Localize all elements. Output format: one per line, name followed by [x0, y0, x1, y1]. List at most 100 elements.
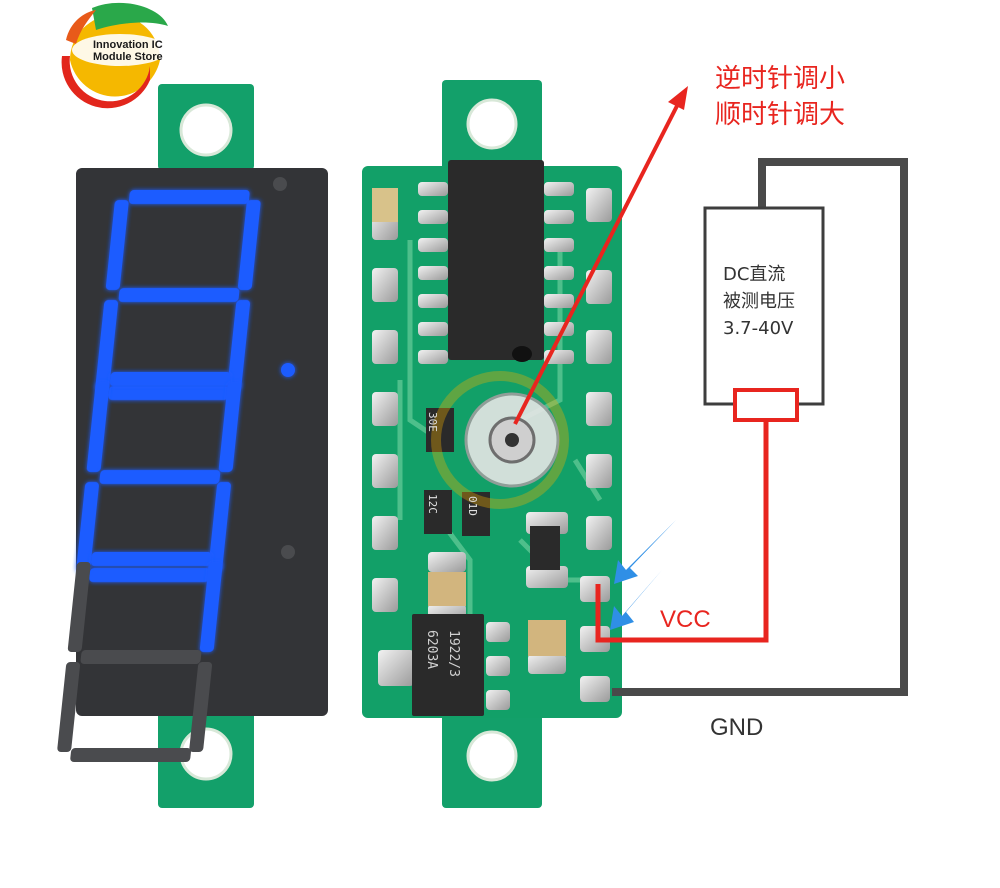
capacitor-mid: [428, 572, 466, 606]
pcb-top-hole: [466, 98, 518, 150]
annotation-cw: 顺时针调大: [715, 100, 846, 130]
voltage-regulator: [412, 614, 484, 716]
ic-chip: [448, 160, 544, 360]
solder-pad: [486, 656, 510, 676]
gnd-wire: [612, 158, 908, 696]
solder-pad: [526, 566, 568, 588]
display-segment: [57, 662, 81, 752]
display-segment: [237, 200, 261, 290]
display-segment: [90, 552, 212, 566]
source-label-range: 3.7-40V: [723, 318, 794, 339]
solder-pad: [372, 578, 398, 612]
capacitor-bottom: [528, 620, 566, 656]
source-label-measured: 被测电压: [723, 291, 795, 312]
solder-pad: [378, 650, 414, 686]
decimal-point: [281, 545, 295, 559]
vcc-marker-arrow-2: [610, 570, 662, 630]
display-segment: [108, 386, 230, 400]
solder-pad: [580, 676, 610, 702]
display-segment: [105, 200, 129, 290]
annotation-ccw: 逆时针调小: [715, 64, 846, 94]
display-segment: [208, 482, 231, 572]
resistor-30e: [426, 408, 454, 452]
adjust-arrow-line: [513, 99, 682, 425]
display-segment: [218, 382, 242, 472]
solder-pad: [586, 516, 612, 550]
solder-pad: [372, 330, 398, 364]
solder-pad: [544, 266, 574, 280]
seven-segment-digits: [57, 177, 295, 762]
display-segment: [67, 562, 91, 652]
logo-text-line2: Module Store: [93, 51, 163, 63]
solder-pad: [544, 210, 574, 224]
display-segment: [128, 190, 250, 204]
pcb-mark-regulator-1: 6203A: [424, 630, 439, 670]
display-segment: [70, 748, 191, 762]
display-segment: [189, 662, 213, 752]
pcb-mark-r1: 30E: [426, 412, 439, 432]
solder-pad: [544, 294, 574, 308]
solder-pad: [418, 350, 448, 364]
ic-notch: [512, 346, 532, 362]
display-segment: [89, 568, 210, 582]
solder-pad: [586, 188, 612, 222]
display-segment: [99, 470, 221, 484]
vcc-marker-arrow-1: [614, 520, 676, 584]
store-logo: [61, 2, 168, 109]
pcb-mark-r2: 12C: [426, 494, 439, 514]
logo-text-line1: Innovation IC: [93, 39, 163, 51]
solder-pad: [580, 576, 610, 602]
solder-pad: [372, 454, 398, 488]
solder-pad: [372, 516, 398, 550]
resistor-12c: [424, 490, 452, 534]
decimal-point: [281, 363, 295, 377]
solder-pad: [580, 626, 610, 652]
solder-pad: [372, 392, 398, 426]
display-segment: [118, 288, 240, 302]
wiring: [513, 86, 908, 696]
capacitor-top: [372, 188, 398, 222]
display-segment: [227, 300, 251, 390]
pcb-components: [372, 160, 569, 716]
solder-pad: [418, 238, 448, 252]
solder-pad: [418, 322, 448, 336]
resistor-01d: [462, 492, 490, 536]
dc-source-box: [703, 206, 825, 406]
solder-pad: [428, 552, 466, 572]
solder-pad: [586, 270, 612, 304]
display-segment: [199, 562, 223, 652]
source-label-type: DC直流: [723, 264, 786, 285]
pcb-bottom-hole: [466, 730, 518, 782]
adjust-arrow-head: [668, 86, 688, 110]
potentiometer-screw: [505, 433, 519, 447]
watermark-ring: [431, 371, 569, 509]
solder-pad: [418, 266, 448, 280]
vcc-wire: [595, 420, 769, 643]
diode: [530, 526, 560, 570]
gnd-label: GND: [710, 714, 764, 741]
solder-pad: [418, 182, 448, 196]
display-segment: [80, 650, 202, 664]
solder-pad: [418, 294, 448, 308]
decimal-point: [273, 177, 287, 191]
solder-pad: [586, 454, 612, 488]
solder-pad: [486, 690, 510, 710]
solder-pad: [544, 182, 574, 196]
top-mount-hole: [179, 103, 233, 157]
display-segment: [76, 482, 99, 572]
solder-pad: [528, 654, 566, 674]
solder-pad: [418, 210, 448, 224]
display-segment: [86, 382, 110, 472]
solder-pad: [544, 238, 574, 252]
solder-pad: [586, 330, 612, 364]
solder-pad: [372, 268, 398, 302]
solder-pad: [486, 622, 510, 642]
source-terminal: [733, 388, 799, 422]
pcb-mark-r3: 01D: [466, 496, 479, 516]
pcb-mark-regulator-2: 1922/3: [446, 630, 461, 677]
display-segment: [95, 300, 119, 390]
vcc-label: VCC: [660, 606, 711, 633]
solder-pad: [586, 392, 612, 426]
